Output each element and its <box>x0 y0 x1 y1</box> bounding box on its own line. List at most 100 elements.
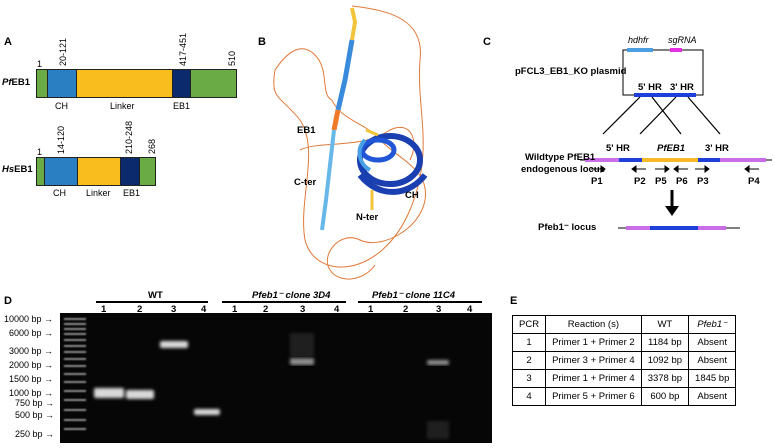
table-header-row: PCR Reaction (s) WT Pfeb1⁻ <box>511 315 737 334</box>
table-cell: 3 <box>511 369 547 388</box>
lane-label: 2 <box>137 304 143 315</box>
agarose-gel <box>60 313 492 443</box>
ladder-label: 250 bp → <box>15 429 55 439</box>
hs-linker-label: Linker <box>86 188 111 198</box>
pfeb1-label: PfEB1 <box>2 77 30 88</box>
protein-structure-figure <box>273 5 428 280</box>
hs-cterm-segment <box>139 157 156 186</box>
wt-locus-gene-label: PfEB1 <box>657 143 685 154</box>
table-cell: 4 <box>511 387 547 406</box>
ladder-label: 1000 bp → <box>9 388 54 398</box>
group-bar-wt <box>96 301 208 303</box>
pf-eb1-domain <box>172 69 191 98</box>
hs-eb1-domain <box>120 157 140 186</box>
lane-label: 3 <box>171 304 177 315</box>
col-header: Reaction (s) <box>545 315 642 334</box>
hs-ch-domain <box>44 157 78 186</box>
wt-locus-label-1: Wildtype PfEB1 <box>525 152 596 163</box>
table-row: 4 Primer 5 + Primer 6 600 bp Absent <box>511 387 737 406</box>
pcr-results-table: PCR Reaction (s) WT Pfeb1⁻ 1 Primer 1 + … <box>511 315 737 406</box>
table-cell: Primer 3 + Primer 4 <box>545 351 642 370</box>
pf-linker-label: Linker <box>110 101 135 111</box>
wt-locus-3hr-label: 3' HR <box>705 143 729 154</box>
table-cell: Absent <box>688 333 737 352</box>
col-header: WT <box>640 315 690 334</box>
primer-p1-label: P1 <box>591 176 603 187</box>
ladder-label: 6000 bp → <box>9 328 54 338</box>
pf-ch-label: CH <box>55 101 68 111</box>
primer-p5-label: P5 <box>655 176 667 187</box>
ko-locus-label: Pfeb1⁻ locus <box>538 222 597 233</box>
panel-label-d: D <box>4 295 12 307</box>
panel-label-b: B <box>258 36 266 48</box>
pf-start: 1 <box>37 59 43 69</box>
primer-p6-label: P6 <box>676 176 688 187</box>
hs-eb1-range: 210-248 <box>124 120 134 154</box>
ladder-label: 750 bp → <box>15 398 55 408</box>
lane-label: 3 <box>436 304 442 315</box>
table-cell: Absent <box>688 351 737 370</box>
pf-eb1-range: 417-451 <box>178 32 188 66</box>
ladder-label: 3000 bp → <box>9 346 54 356</box>
hs-end: 268 <box>147 138 157 154</box>
table-cell: Primer 5 + Primer 6 <box>545 387 642 406</box>
table-cell: 2 <box>511 351 547 370</box>
lane-label: 1 <box>368 304 374 315</box>
primer-p3-label: P3 <box>697 176 709 187</box>
hs-ch-label: CH <box>53 188 66 198</box>
group-bar-11c4 <box>358 301 482 303</box>
table-cell: 1184 bp <box>640 333 690 352</box>
primer-p2-label: P2 <box>634 176 646 187</box>
table-cell: Absent <box>688 387 737 406</box>
plasmid-3hr-label: 3' HR <box>670 82 694 93</box>
plasmid-5hr-label: 5' HR <box>638 82 662 93</box>
table-cell: Primer 1 + Primer 4 <box>545 369 642 388</box>
panel-label-e: E <box>510 295 518 307</box>
hs-ch-range: 14-120 <box>56 125 66 154</box>
lane-label: 3 <box>300 304 306 315</box>
hs-linker <box>77 157 121 186</box>
table-cell: 1092 bp <box>640 351 690 370</box>
structure-cter-label: C-ter <box>294 177 317 188</box>
panel-label-a: A <box>4 36 12 48</box>
table-cell: 1 <box>511 333 547 352</box>
wt-locus-label-2: endogenous locus <box>521 164 605 175</box>
pf-ch-domain <box>47 69 77 98</box>
group-label-11c4: Pfeb1⁻ clone 11C4 <box>372 290 455 301</box>
pf-eb1-label: EB1 <box>173 101 191 111</box>
gel-bands <box>64 318 449 439</box>
primer-p4-label: P4 <box>748 176 760 187</box>
lane-label: 2 <box>263 304 269 315</box>
panel-label-c: C <box>483 36 491 48</box>
hdhfr-label: hdhfr <box>628 35 649 45</box>
lane-label: 1 <box>101 304 107 315</box>
structure-eb1-label: EB1 <box>297 125 316 136</box>
pf-end: 510 <box>227 50 237 66</box>
col-header: Pfeb1⁻ <box>688 315 737 334</box>
wt-locus-5hr-label: 5' HR <box>606 143 630 154</box>
ladder-label: 2000 bp → <box>9 360 54 370</box>
group-bar-3d4 <box>222 301 346 303</box>
hs-eb1-label: EB1 <box>123 188 141 198</box>
table-cell: 3378 bp <box>640 369 690 388</box>
table-row: 3 Primer 1 + Primer 4 3378 bp 1845 bp <box>511 369 737 388</box>
table-cell: 600 bp <box>640 387 690 406</box>
hseb1-label: HsEB1 <box>2 164 33 175</box>
ladder-label: 10000 bp → <box>4 314 54 324</box>
plasmid-label: pFCL3_EB1_KO plasmid <box>515 66 627 77</box>
lane-label: 4 <box>467 304 473 315</box>
structure-ch-label: CH <box>405 190 419 201</box>
pf-linker <box>76 69 173 98</box>
construct-diagram <box>580 48 772 230</box>
ladder-label: 500 bp → <box>15 410 55 420</box>
lane-label: 1 <box>232 304 238 315</box>
col-header: PCR <box>511 315 547 334</box>
sgrna-label: sgRNA <box>668 35 697 45</box>
ladder-label: 1500 bp → <box>9 374 54 384</box>
lane-label: 2 <box>403 304 409 315</box>
pf-cterm-segment <box>190 69 237 98</box>
lane-label: 4 <box>334 304 340 315</box>
hs-start: 1 <box>37 147 43 157</box>
pf-ch-range: 20-121 <box>58 37 68 66</box>
group-label-wt: WT <box>148 290 163 301</box>
